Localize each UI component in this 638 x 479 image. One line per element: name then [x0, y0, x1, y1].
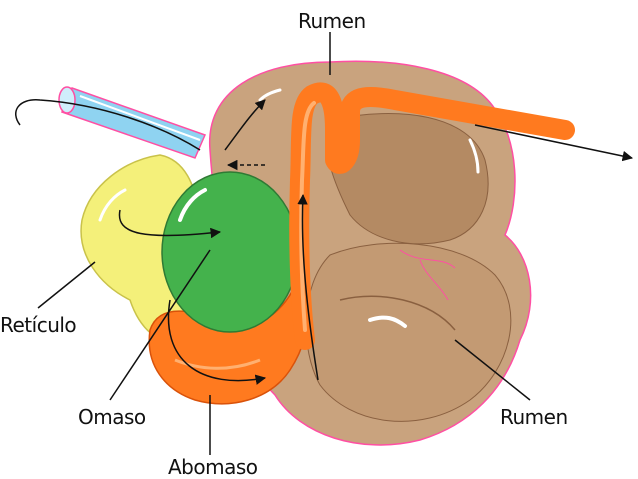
label-abomaso: Abomaso	[168, 455, 258, 479]
label-reticulo: Retículo	[0, 313, 76, 337]
intestine-shine	[299, 101, 316, 332]
flow-arrow-loop	[118, 209, 222, 239]
omaso-body	[161, 171, 299, 333]
flow-arrow-up	[224, 99, 266, 151]
rumen-highlight-2	[468, 138, 480, 174]
flow-arrow-through	[167, 299, 267, 385]
leader-reticulo	[37, 261, 96, 309]
label-rumen-bottom: Rumen	[500, 405, 568, 429]
esophagus-opening	[58, 86, 76, 114]
esophagus-tube	[61, 87, 207, 159]
leader-rumen-bottom	[454, 339, 531, 401]
reticulo-highlight	[98, 188, 127, 222]
flow-arrow-intestine-up	[297, 193, 319, 381]
label-rumen-top: Rumen	[298, 9, 366, 33]
rumen-vein	[399, 249, 456, 301]
leader-omaso	[109, 249, 211, 401]
rumen-highlight	[368, 315, 407, 328]
omaso-highlight	[178, 188, 207, 222]
flow-arrow-entry	[15, 99, 201, 151]
rumen-lobe-lower	[305, 242, 512, 422]
abomaso-fold	[174, 358, 261, 370]
rumen-lobe-upper	[326, 112, 489, 245]
esophagus-stripe	[79, 95, 201, 141]
flow-arrow-exit	[474, 124, 634, 162]
rumen-highlight-3	[258, 88, 282, 102]
rumen-fold-line	[339, 295, 456, 331]
label-omaso: Omaso	[78, 405, 146, 429]
